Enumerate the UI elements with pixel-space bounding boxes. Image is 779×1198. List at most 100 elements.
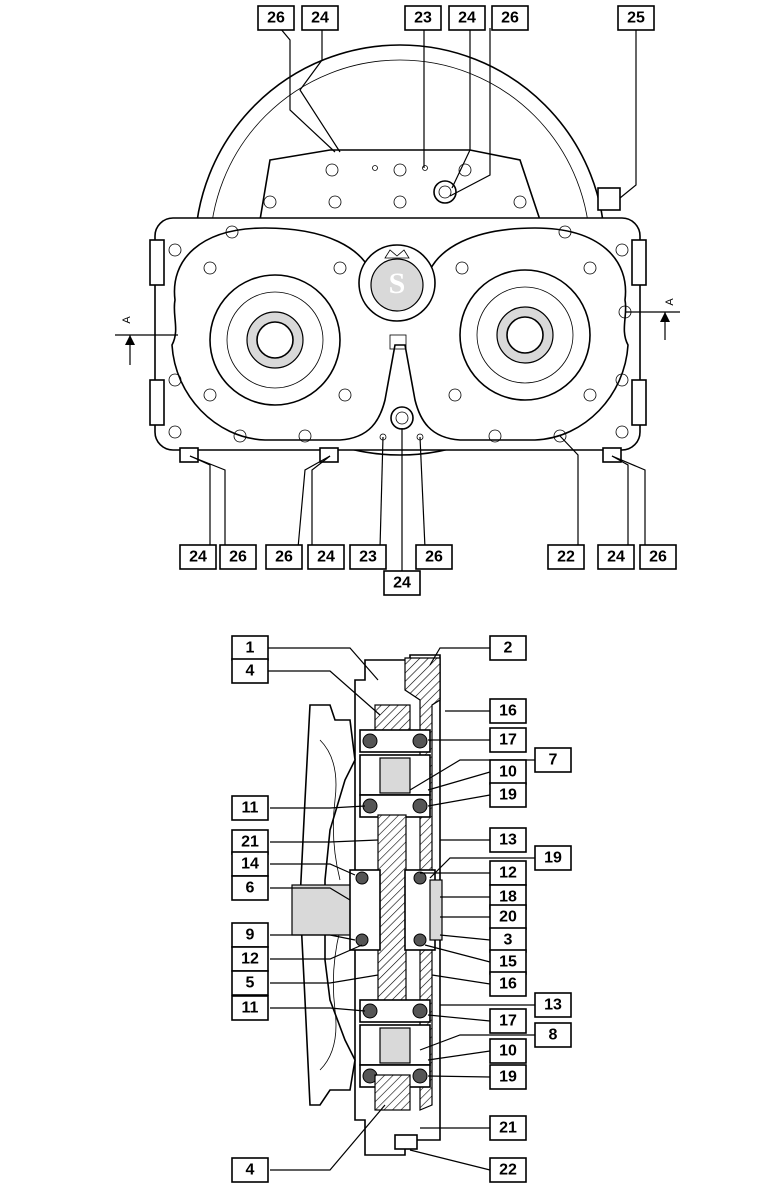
label-box: 9 — [231, 922, 269, 948]
svg-text:23: 23 — [359, 549, 377, 566]
label-box: 11 — [231, 795, 269, 821]
svg-text:26: 26 — [267, 10, 285, 27]
left-lug-top — [149, 239, 165, 286]
svg-text:24: 24 — [311, 10, 329, 27]
center-tab — [389, 334, 407, 350]
left-lug-bottom — [149, 379, 165, 426]
foot-left — [179, 447, 199, 463]
label-box: 1 — [231, 635, 269, 661]
label-box: 22 — [489, 1157, 527, 1183]
right-shaft-bore — [506, 316, 544, 354]
svg-text:16: 16 — [499, 703, 517, 720]
svg-text:5: 5 — [246, 975, 255, 992]
logo-crown — [384, 249, 410, 259]
svg-text:19: 19 — [544, 850, 562, 867]
svg-text:26: 26 — [229, 549, 247, 566]
top-block-bolts — [263, 163, 527, 209]
section-marker-right: A — [664, 298, 676, 306]
svg-text:8: 8 — [549, 1027, 558, 1044]
label-box: 26 — [415, 544, 453, 570]
label-box: 6 — [231, 875, 269, 901]
svg-text:10: 10 — [499, 764, 517, 781]
svg-text:1: 1 — [246, 640, 255, 657]
top-block — [259, 149, 542, 221]
svg-text:26: 26 — [501, 10, 519, 27]
svg-text:19: 19 — [499, 787, 517, 804]
label-box: 20 — [489, 904, 527, 930]
center-gear — [377, 814, 407, 1016]
label-box: 24 — [597, 544, 635, 570]
svg-text:21: 21 — [499, 1120, 517, 1137]
seal-plate — [429, 879, 443, 941]
label-box: 24 — [448, 5, 486, 31]
svg-text:4: 4 — [246, 1162, 255, 1179]
svg-text:26: 26 — [425, 549, 443, 566]
label-box: 19 — [489, 782, 527, 808]
label-box: 24 — [383, 570, 421, 596]
label-box: 26 — [491, 5, 529, 31]
label-box: 7 — [534, 747, 572, 773]
svg-text:22: 22 — [557, 549, 575, 566]
svg-text:21: 21 — [241, 834, 259, 851]
label-box: 21 — [489, 1115, 527, 1141]
section-view — [291, 654, 443, 1156]
drain-plug — [394, 1134, 418, 1150]
svg-text:22: 22 — [499, 1162, 517, 1179]
svg-text:14: 14 — [241, 856, 259, 873]
top-view-labels: 26 24 23 24 26 25 24 26 26 24 23 24 26 2… — [179, 5, 677, 596]
label-box: 17 — [489, 1008, 527, 1034]
svg-text:12: 12 — [499, 865, 517, 882]
label-box: 26 — [639, 544, 677, 570]
label-box: 22 — [547, 544, 585, 570]
left-cover — [299, 704, 356, 1106]
top-view: S — [115, 44, 680, 463]
svg-text:16: 16 — [499, 976, 517, 993]
label-box: 16 — [489, 971, 527, 997]
label-box: 12 — [231, 946, 269, 972]
left-bearing-ring — [226, 291, 324, 389]
label-box: 13 — [534, 992, 572, 1018]
label-box: 26 — [219, 544, 257, 570]
section-view-labels: 1 4 2 16 17 7 10 11 19 21 13 14 12 19 6 … — [231, 635, 572, 1183]
svg-text:13: 13 — [544, 997, 562, 1014]
top-oil-plug — [433, 180, 457, 204]
label-box: 26 — [265, 544, 303, 570]
svg-text:3: 3 — [504, 932, 513, 949]
lower-gear — [374, 1074, 411, 1111]
svg-text:17: 17 — [499, 1013, 517, 1030]
breather — [597, 187, 621, 211]
label-box: 24 — [179, 544, 217, 570]
svg-text:4: 4 — [246, 663, 255, 680]
label-box: 16 — [489, 698, 527, 724]
svg-text:18: 18 — [499, 889, 517, 906]
svg-text:15: 15 — [499, 954, 517, 971]
svg-text:26: 26 — [649, 549, 667, 566]
svg-text:11: 11 — [242, 800, 259, 817]
label-box: 5 — [231, 970, 269, 996]
svg-text:24: 24 — [393, 575, 411, 592]
svg-text:24: 24 — [458, 10, 476, 27]
label-box: 23 — [404, 5, 442, 31]
svg-text:26: 26 — [275, 549, 293, 566]
svg-text:25: 25 — [627, 10, 645, 27]
label-box: 4 — [231, 1157, 269, 1183]
svg-text:6: 6 — [246, 880, 255, 897]
svg-text:9: 9 — [246, 927, 255, 944]
bottom-oil-plug — [390, 406, 414, 430]
label-box: 14 — [231, 851, 269, 877]
label-box: 10 — [489, 1038, 527, 1064]
svg-text:10: 10 — [499, 1043, 517, 1060]
left-shaft-bore — [256, 321, 294, 359]
section-marker-left: A — [121, 316, 133, 324]
label-box: 13 — [489, 827, 527, 853]
label-box: 24 — [301, 5, 339, 31]
logo-letter: S — [389, 267, 406, 300]
label-box: 8 — [534, 1022, 572, 1048]
svg-text:11: 11 — [242, 1000, 259, 1017]
label-box: 2 — [489, 635, 527, 661]
label-box: 17 — [489, 727, 527, 753]
label-box: 15 — [489, 949, 527, 975]
svg-text:2: 2 — [504, 640, 513, 657]
label-box: 25 — [617, 5, 655, 31]
